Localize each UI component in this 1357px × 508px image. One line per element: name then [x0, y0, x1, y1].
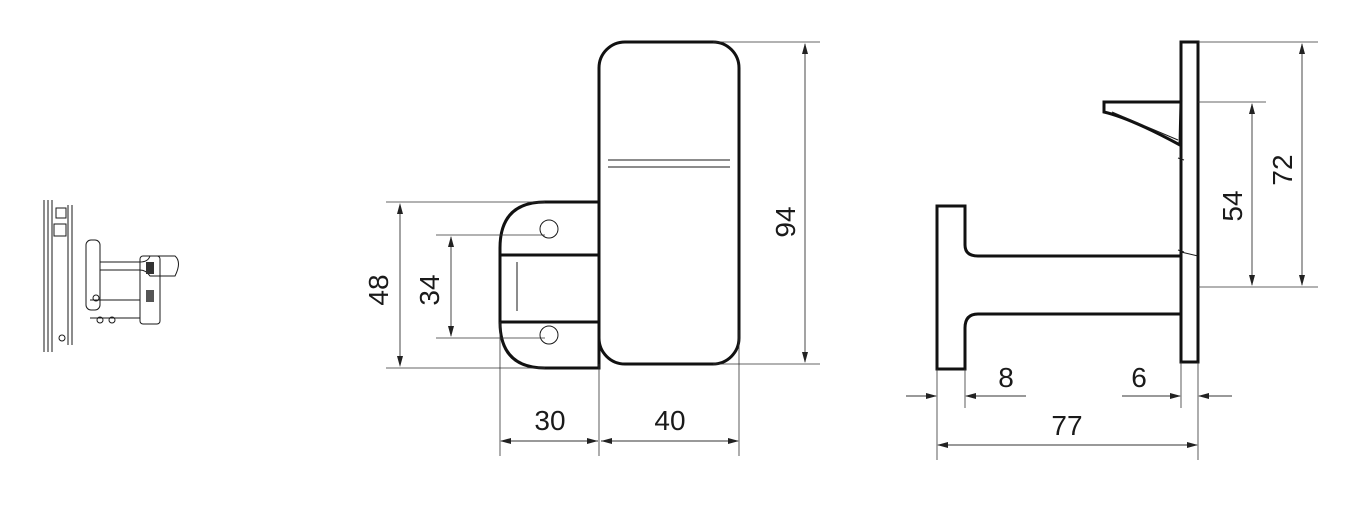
dim-77-label: 77 — [1051, 410, 1082, 441]
front-view — [386, 40, 820, 456]
dim-34-label: 34 — [414, 274, 445, 305]
upper-screw-hole — [539, 219, 559, 239]
dim-40-label: 40 — [654, 405, 685, 436]
front-plate — [597, 40, 741, 366]
dim-8-label: 8 — [998, 362, 1014, 393]
dim-94-label: 94 — [770, 206, 801, 237]
wall-plate — [1179, 40, 1200, 364]
dim-54-label: 54 — [1217, 190, 1248, 221]
dim-48-label: 48 — [363, 274, 394, 305]
side-view — [906, 40, 1318, 460]
upper-hook — [1102, 100, 1183, 148]
lower-holder — [935, 204, 1183, 371]
dim-72-label: 72 — [1267, 154, 1298, 185]
bracket-slot — [498, 253, 601, 324]
dim-6-label: 6 — [1131, 362, 1147, 393]
dim-30-label: 30 — [534, 405, 565, 436]
product-thumbnail — [43, 200, 179, 352]
lower-screw-hole — [539, 325, 559, 345]
